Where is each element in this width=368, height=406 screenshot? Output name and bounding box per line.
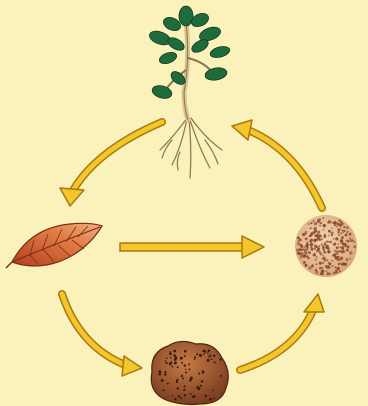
- arrow-leaf-to-soil: [120, 236, 264, 258]
- arrow-leaf-to-clump: [62, 294, 142, 376]
- fallen-leaf-icon: [6, 223, 102, 268]
- arrow-clump-to-soil: [240, 294, 324, 370]
- arrow-plant-to-leaf: [60, 122, 162, 206]
- sapling-with-roots-icon: [148, 6, 231, 178]
- arrow-soil-to-plant: [232, 120, 322, 208]
- decomposing-clump-icon: [151, 341, 228, 404]
- soil-particles-icon: [295, 215, 357, 277]
